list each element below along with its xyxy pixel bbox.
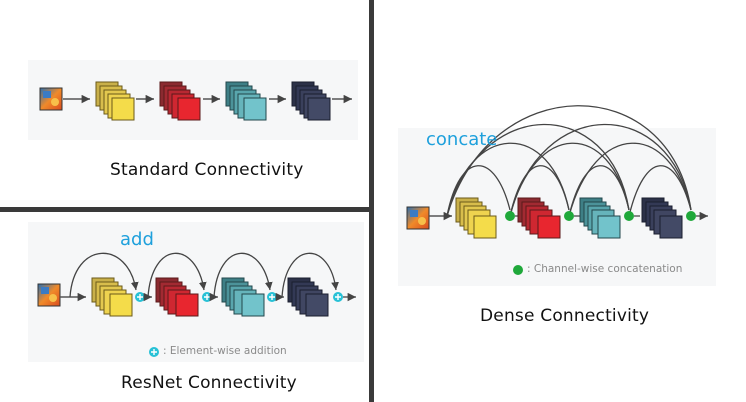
resnet-add-label: add: [120, 229, 154, 250]
element-wise-add-icon: [135, 292, 145, 302]
standard-diagram: [39, 81, 352, 121]
feature-block-yellow: [455, 197, 497, 239]
resnet-caption: ResNet Connectivity: [121, 373, 297, 393]
element-wise-add-icon: [149, 347, 159, 357]
feature-block-red: [517, 197, 561, 239]
element-wise-add-icon: [267, 292, 277, 302]
horizontal-divider: [0, 207, 369, 212]
dense-diagram: [406, 105, 708, 275]
input-image-icon: [406, 206, 430, 230]
feature-block-teal: [221, 277, 265, 317]
feature-block-red: [159, 81, 201, 121]
vertical-divider: [369, 0, 374, 402]
input-image-icon: [37, 283, 61, 307]
feature-block-yellow: [91, 277, 133, 317]
feature-block-navy: [291, 81, 331, 121]
channel-concat-icon: [564, 211, 574, 221]
feature-block-navy: [287, 277, 329, 317]
feature-block-teal: [225, 81, 267, 121]
standard-caption: Standard Connectivity: [110, 160, 304, 180]
feature-block-yellow: [95, 81, 135, 121]
input-image-icon: [39, 87, 63, 111]
resnet-diagram: [37, 252, 356, 357]
feature-block-navy: [641, 197, 683, 239]
feature-block-red: [155, 277, 199, 317]
feature-block-teal: [579, 197, 621, 239]
element-wise-add-icon: [202, 292, 212, 302]
element-wise-add-icon: [333, 292, 343, 302]
channel-concat-icon: [513, 265, 523, 275]
channel-concat-icon: [505, 211, 515, 221]
channel-concat-icon: [686, 211, 696, 221]
dense-legend: : Channel-wise concatenation: [527, 263, 683, 275]
channel-concat-icon: [624, 211, 634, 221]
dense-concate-label: concate: [426, 129, 498, 150]
dense-caption: Dense Connectivity: [480, 306, 650, 326]
resnet-legend: : Element-wise addition: [163, 345, 287, 357]
